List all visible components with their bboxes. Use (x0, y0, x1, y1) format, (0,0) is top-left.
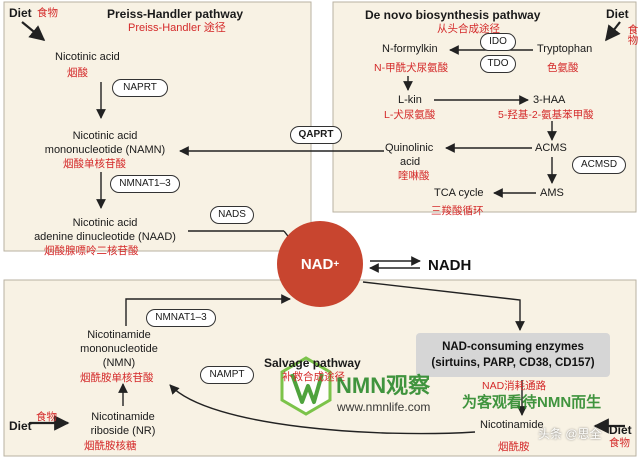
enzyme-acmsd: ACMSD (572, 156, 626, 174)
node-nicotinic-acid: Nicotinic acid (55, 51, 120, 63)
node-tca-zh: 三羧酸循环 (431, 205, 484, 217)
enzyme-nmnat-top: NMNAT1–3 (110, 175, 180, 193)
node-naad-line1: Nicotinic acid (72, 217, 138, 229)
diet-zh-bottom: 食物 (36, 411, 57, 423)
enzyme-qaprt: QAPRT (290, 126, 342, 144)
nadh-node: NADH (428, 257, 472, 274)
nad-consuming-box (416, 333, 610, 377)
node-nr-line1: Nicotinamide (91, 411, 155, 423)
salvage-title: Salvage pathway (264, 356, 361, 370)
nad-label: NAD (300, 255, 334, 273)
node-acms: ACMS (535, 142, 567, 154)
node-quinolinic-line2: acid (400, 156, 421, 168)
diet-label-bottom-right: Diet (609, 423, 632, 437)
node-quinolinic-zh: 喹啉酸 (398, 170, 430, 182)
node-namn-line2: mononucleotide (NAMN) (44, 144, 166, 156)
enzyme-nmnat-bottom: NMNAT1–3 (146, 309, 216, 327)
preiss-panel (3, 1, 312, 252)
node-namn-line1: Nicotinic acid (72, 130, 138, 142)
watermark-corner: 头条 @思全 (538, 427, 602, 441)
node-n-formylkin-zh: N-甲酰犬尿氨酸 (374, 62, 449, 74)
node-nmn-zh: 烟酰胺单核苷酸 (80, 372, 154, 384)
node-3haa-zh: 5-羟基-2-氨基苯甲酸 (498, 109, 594, 121)
preiss-subtitle: Preiss-Handler 途径 (128, 22, 226, 34)
node-nmn-line2: mononucleotide (80, 343, 158, 355)
node-nr-zh: 烟酰胺核糖 (84, 440, 137, 452)
denovo-subtitle: 从头合成途径 (437, 23, 500, 35)
nmn-logo-icon (280, 356, 332, 416)
node-nicotinamide: Nicotinamide (480, 419, 544, 431)
denovo-title: De novo biosynthesis pathway (365, 8, 541, 22)
node-l-kin: L-kin (398, 94, 422, 106)
enzyme-naprt: NAPRT (112, 79, 168, 97)
node-tryptophan-zh: 色氨酸 (547, 62, 579, 74)
node-nicotinamide-zh: 烟酰胺 (498, 441, 530, 453)
consuming-title: NAD-consuming enzymes (442, 341, 584, 353)
preiss-title: Preiss-Handler pathway (107, 7, 244, 21)
watermark-slogan: 为客观看待NMN而生 (462, 394, 602, 411)
diet-zh-left: 食物 (37, 7, 58, 19)
consuming-zh: NAD消耗通路 (482, 380, 547, 392)
consuming-detail: (sirtuins, PARP, CD38, CD157) (431, 357, 595, 369)
nad-node: NAD+ (277, 221, 363, 307)
diet-label-left: Diet (9, 6, 32, 20)
enzyme-ido: IDO (480, 33, 516, 51)
node-tca: TCA cycle (434, 187, 484, 199)
node-nmn-line3: (NMN) (102, 357, 136, 369)
enzyme-nampt: NAMPT (200, 366, 254, 384)
salvage-subtitle: 补救合成途径 (282, 371, 345, 383)
node-naad-line2: adenine dinucleotide (NAAD) (34, 231, 176, 243)
diet-zh-right: 食物 (626, 24, 639, 45)
enzyme-nads: NADS (210, 206, 254, 224)
node-ams: AMS (540, 187, 564, 199)
node-tryptophan: Tryptophan (537, 43, 593, 55)
arrow-nad-consume (362, 281, 525, 331)
arrow-nam-nmn (169, 384, 476, 435)
diet-label-right: Diet (606, 7, 629, 21)
watermark-url: www.nmnlife.com (337, 400, 431, 414)
node-n-formylkin: N-formylkin (382, 43, 438, 55)
node-nicotinic-acid-zh: 烟酸 (67, 67, 88, 79)
nad-sup: + (333, 258, 340, 270)
arrow-nmn-nad (125, 294, 291, 326)
diet-arrow-right (605, 21, 621, 42)
node-quinolinic-line1: Quinolinic (385, 142, 434, 154)
node-nr-line2: riboside (NR) (90, 425, 156, 437)
node-l-kin-zh: L-犬尿氨酸 (384, 109, 436, 121)
enzyme-tdo: TDO (480, 55, 516, 73)
diet-label-bottom: Diet (9, 419, 32, 433)
node-namn-zh: 烟酸单核苷酸 (63, 158, 126, 170)
node-nmn-line1: Nicotinamide (87, 329, 151, 341)
diet-zh-bottom-right: 食物 (609, 437, 630, 449)
node-3haa: 3-HAA (533, 94, 566, 106)
node-naad-zh: 烟酸腺嘌呤二核苷酸 (44, 245, 139, 257)
diet-arrow-left (21, 21, 46, 41)
watermark-brand: NMN观察 (336, 373, 431, 398)
